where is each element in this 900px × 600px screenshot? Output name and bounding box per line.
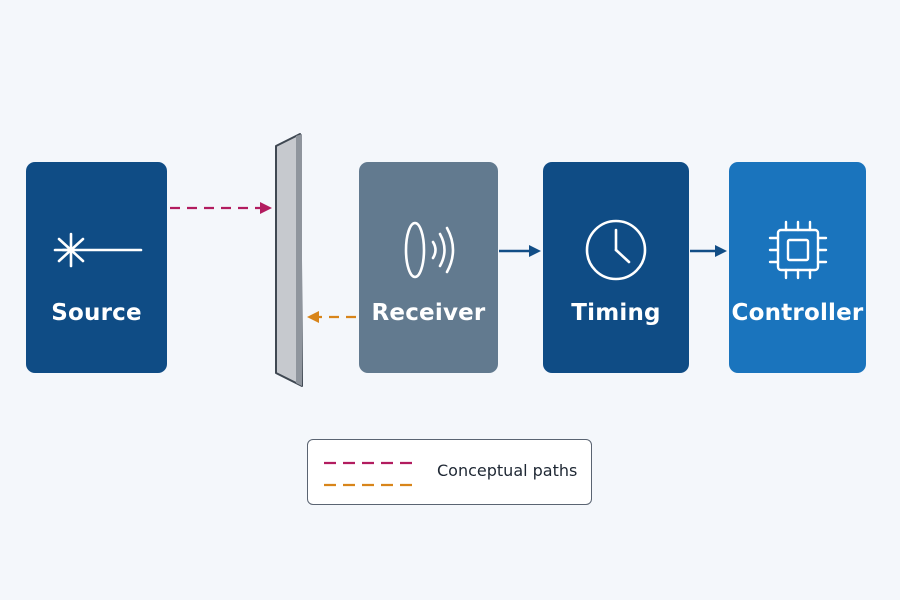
controller-label: Controller	[731, 300, 864, 326]
source-label: Source	[51, 300, 142, 326]
chip-icon	[768, 220, 827, 280]
receiver-label: Receiver	[371, 300, 486, 326]
sensor-waves-icon	[404, 221, 454, 279]
source-to-reflector-path	[170, 202, 272, 214]
receiver-block: Receiver	[359, 162, 498, 373]
timing-block: Timing	[543, 162, 689, 373]
laser-icon	[53, 232, 142, 268]
timing-to-controller-arrow	[690, 245, 727, 257]
source-block: Source	[26, 162, 167, 373]
reflector-panel	[275, 133, 303, 387]
controller-block: Controller	[729, 162, 866, 373]
legend-label: Conceptual paths	[437, 461, 578, 480]
legend: Conceptual paths	[307, 439, 592, 505]
legend-swatches	[324, 461, 414, 487]
receiver-to-timing-arrow	[499, 245, 541, 257]
timing-label: Timing	[571, 300, 661, 326]
clock-icon	[585, 219, 647, 281]
receiver-to-reflector-path	[307, 311, 356, 323]
